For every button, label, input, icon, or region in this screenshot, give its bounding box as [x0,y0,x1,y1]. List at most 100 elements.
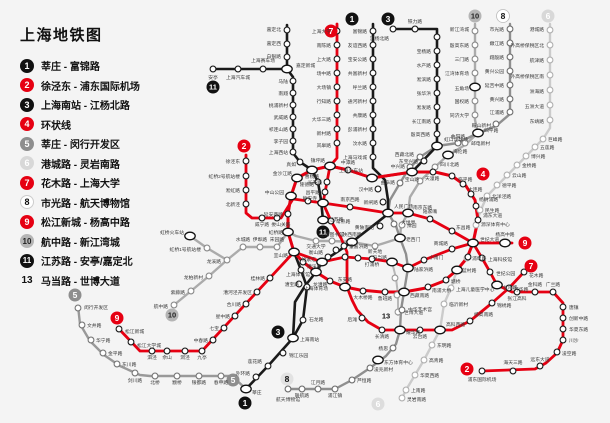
interchange-station-marker [402,208,414,218]
interchange-station-marker [288,247,300,257]
station-marker [416,177,424,185]
line-badge-circle [468,9,482,23]
station-label: 通河新村 [348,98,367,105]
station-label: 外环路 [236,370,251,377]
line-number-badge: 9 [110,311,124,325]
station-marker [314,178,322,186]
station-label: 松江新城 [125,328,144,335]
station-label: 芳华路 [514,286,529,293]
line-number-badge: 1 [20,58,34,73]
station-marker [546,101,554,109]
interchange-station-marker [282,227,294,237]
station-marker [471,41,479,49]
station-label: 华夏西路 [420,372,439,379]
station-marker [411,371,419,379]
line-badge-circle [237,139,251,153]
station-marker [381,288,389,296]
legend-item-label: 环状线 [41,120,71,132]
station-label: 场中路 [317,70,332,77]
station-label: 文井路 [87,322,102,329]
station-marker [170,301,178,309]
legend-item-label: 马当路 - 世博大道 [41,276,120,288]
station-marker [546,26,554,34]
station-marker [78,321,86,329]
station-marker [536,362,544,370]
station-marker [195,372,203,380]
interchange-station-marker [451,265,463,275]
station-label: 上海赛车场 [251,57,275,64]
interchange-station-marker [317,198,329,208]
station-marker [433,103,441,111]
station-marker [398,221,406,229]
station-marker [531,143,539,151]
station-label: 行知路 [317,98,332,105]
station-label: 大连路 [468,186,483,193]
station-label: 中华艺术宫 [408,306,432,313]
station-marker [478,367,486,375]
interchange-station-marker [472,128,484,138]
station-marker [506,39,514,47]
station-label: 航中路 [154,303,169,310]
station-label: 张华浜 [417,90,432,97]
station-marker [369,41,377,49]
station-label: 华宁路 [96,337,111,344]
station-marker [354,254,362,262]
interchange-station-marker [324,161,336,171]
station-label: 杨高中路 [495,231,514,238]
station-marker [433,61,441,69]
station-label: 云台路 [413,333,428,340]
station-marker [346,203,354,211]
station-marker [506,81,514,89]
station-label: 洲海路 [530,88,545,95]
station-marker [559,336,567,344]
station-label: 大木桥路 [353,294,372,301]
station-label: 黄兴路 [490,96,505,103]
station-label: 耀华路 [406,329,421,336]
line-badge-number: 3 [276,327,281,337]
station-label: 大华三路 [312,116,331,123]
station-marker [242,186,250,194]
station-label: 灵岩南路 [407,396,426,403]
station-marker [559,303,567,311]
station-marker [433,33,441,41]
station-label: 新天地 [368,248,383,255]
station-label: 徐家汇 [302,256,317,263]
line-badge-circle [110,311,124,325]
interchange-station-marker [442,150,454,160]
station-marker [376,222,384,230]
station-marker [223,256,231,264]
line-number-badge: 5 [226,373,240,387]
station-label: 淞虹路 [226,187,241,194]
station-marker [332,246,340,254]
line-number-badge: 2 [20,78,34,93]
station-marker [459,180,467,188]
station-label: 新闸路 [364,199,379,206]
station-label: 东昌路 [456,224,471,231]
line-1 [244,22,390,391]
station-label: 南翔 [278,90,288,97]
station-label: 陕西南路 [342,231,361,238]
station-marker [506,95,514,103]
station-label: 彭浦新村 [348,126,367,133]
station-label: 宝安公路 [348,56,367,63]
line-badge-circle [316,225,330,239]
station-label: 南浦大桥 [432,287,451,294]
line-number-badge: 11 [206,80,220,94]
station-label: 东靖路 [530,118,545,125]
station-marker [420,157,428,165]
station-marker [273,214,281,222]
station-label: 南京西路 [340,196,359,203]
station-label: 三门路 [455,56,470,63]
station-marker [369,27,377,35]
station-label: 北洋泾路 [492,193,511,200]
station-marker [398,394,406,402]
station-marker [323,178,331,186]
station-label: 航津路 [530,57,545,64]
station-label: 芦恒路 [357,377,372,384]
line-number-badge: 5 [20,136,34,151]
station-marker [304,197,312,205]
station-marker [464,253,472,261]
station-label: 海伦路 [453,148,468,155]
station-label: 海天三路 [503,359,522,366]
station-marker [378,326,386,334]
